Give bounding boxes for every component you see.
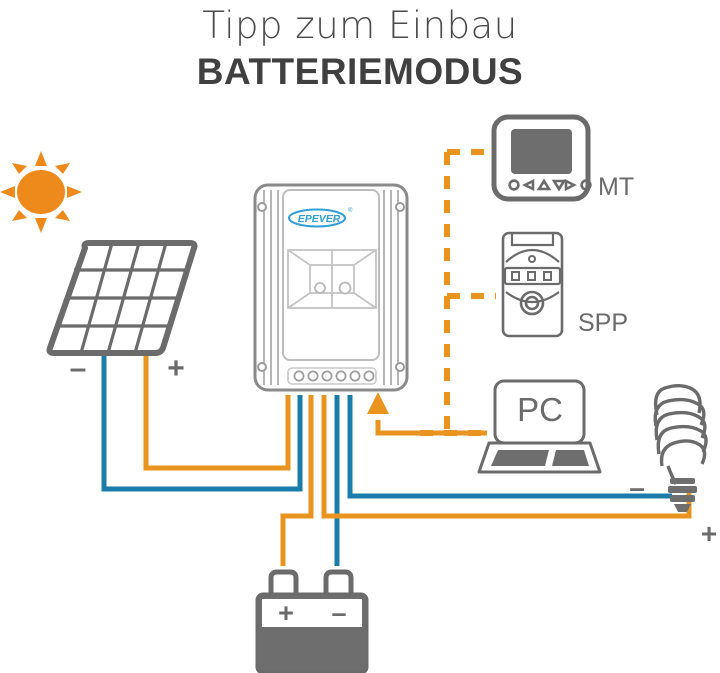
battery: + – [255,569,369,673]
battery-terminal-negative [323,569,354,596]
mount-hole-bl [257,362,267,372]
mount-hole-br [395,362,405,372]
terminal-leds [293,370,375,382]
mount-hole-tl [257,202,267,212]
spp-dial-inner[interactable] [524,295,540,311]
display-bezel [287,249,377,309]
epever-logo: EPEVER ® [288,207,353,228]
lamp-positive-label: + [701,518,717,549]
spp-device[interactable]: SPP [501,231,628,338]
wire-solar-positive [143,356,291,471]
epever-logo-text: EPEVER [298,213,341,225]
pc-laptop[interactable]: PC [477,379,602,474]
wire-group [101,149,692,566]
spp-top-slot [510,233,555,247]
wire-load-negative [347,395,672,499]
sun-icon [0,151,82,233]
laptop-keyboard [491,450,549,466]
mt-screen [511,129,572,174]
spp-dial-outer[interactable] [519,290,545,316]
panel-positive-label: + [167,352,185,385]
wire-solar-negative [101,356,303,492]
mt-label: MT [598,173,634,201]
title-block: Tipp zum Einbau BATTERIEMODUS [0,0,720,94]
heatsink-fins-right [383,190,399,385]
battery-label-strip [262,599,362,627]
arrow-head-up [367,392,389,414]
button-left[interactable] [314,282,326,294]
spp-indicator [528,255,536,263]
battery-positive-label: + [278,598,294,628]
lamp-negative-label: – [629,472,645,503]
wire-battery-positive [280,395,314,566]
spp-arc-bottom [505,291,560,304]
battery-negative-label: – [331,598,346,628]
laptop-trackpad [552,450,589,466]
lamp-base [668,478,697,512]
mt-buttons[interactable] [508,178,592,192]
spp-arc-top [505,249,560,263]
faceplate [282,189,380,361]
spp-sockets[interactable] [511,271,552,281]
wire-load-positive [321,395,692,519]
spp-socket-bar [503,266,562,286]
battery-terminal-positive [268,569,299,596]
page-title: BATTERIEMODUS [196,50,524,92]
spp-label: SPP [578,309,628,337]
solar-panel: – + [46,240,198,385]
mount-hole-tr [395,202,405,212]
cfl-lamp: – + [629,384,717,549]
logo-trademark: ® [348,207,353,214]
heatsink-fins-left [263,190,279,385]
page-subtitle: Tipp zum Einbau [202,4,518,47]
mt-display[interactable]: MT [491,114,634,202]
panel-negative-label: – [70,352,87,385]
pc-label: PC [517,391,563,428]
button-right[interactable] [338,281,352,295]
charge-controller[interactable]: EPEVER ® [253,183,409,392]
